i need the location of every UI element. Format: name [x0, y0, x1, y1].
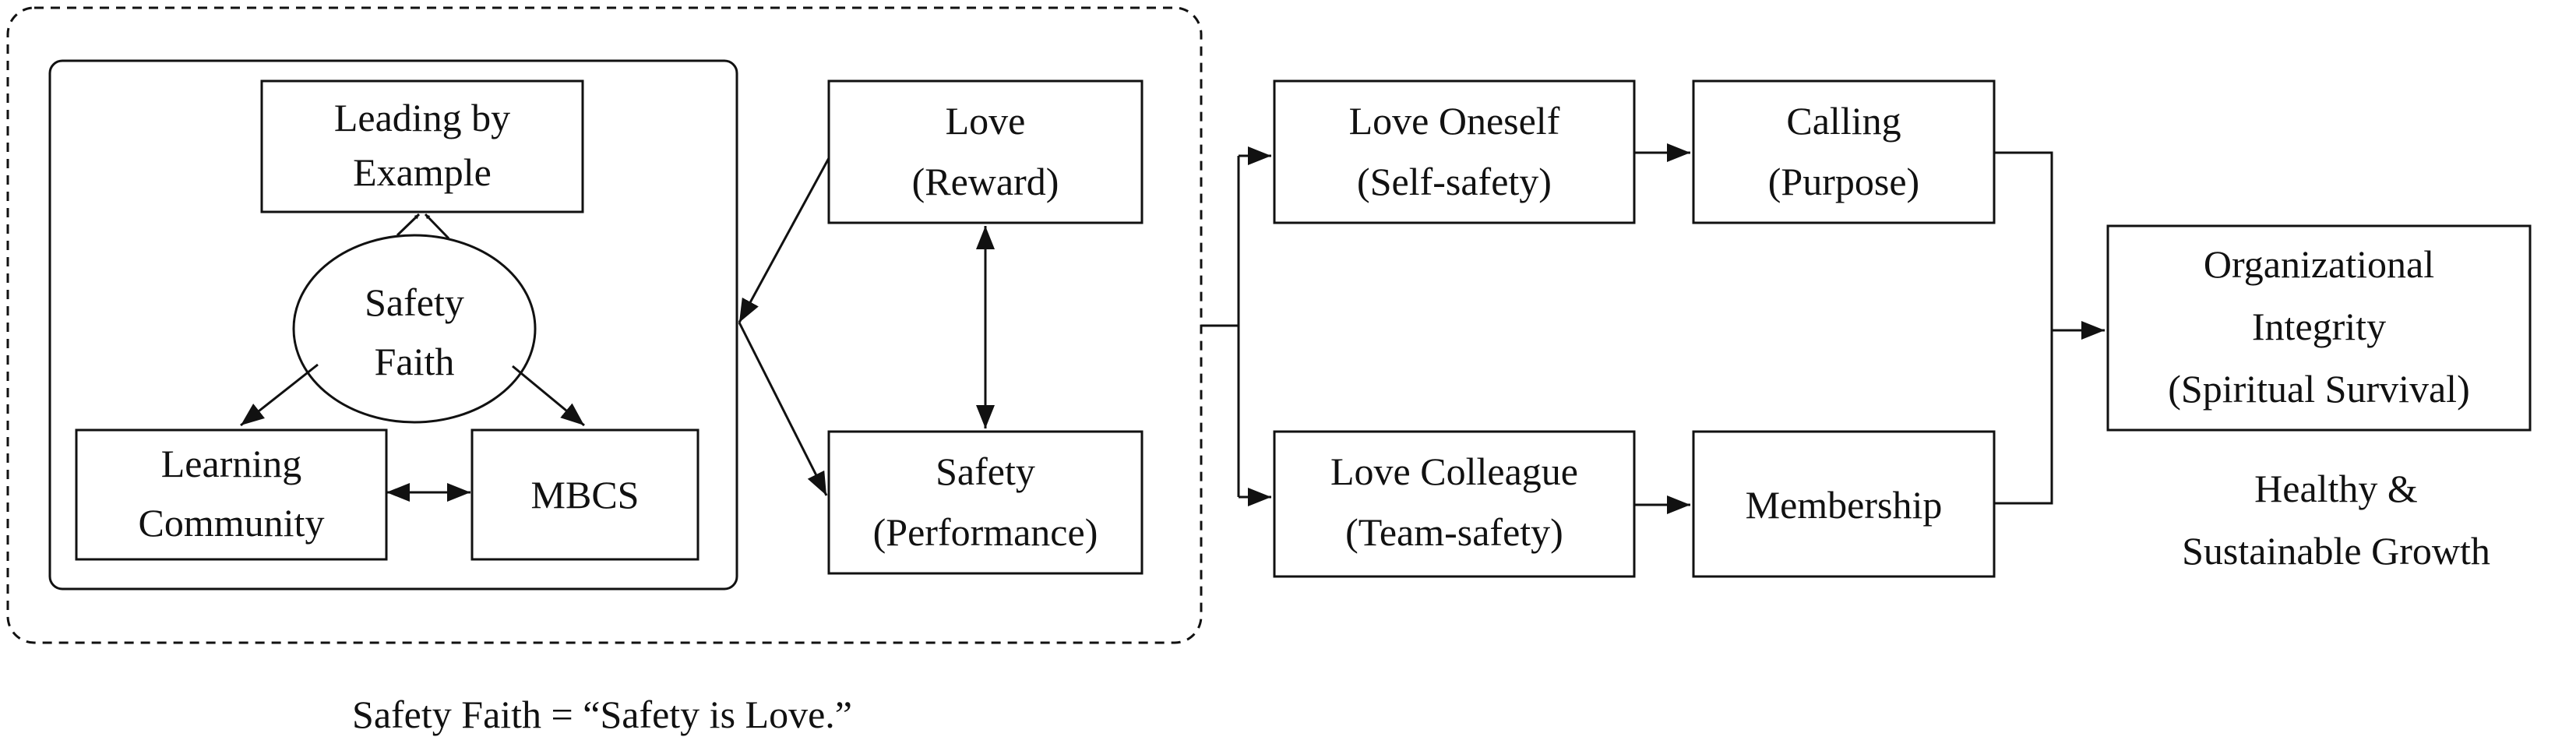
- calling-line2: (Purpose): [1768, 160, 1919, 203]
- learning-community-node: Learning Community: [75, 428, 388, 561]
- calling-node: Calling (Purpose): [1692, 79, 1996, 224]
- organizational-integrity-line1: Organizational: [2204, 242, 2434, 286]
- membership-node: Membership: [1692, 430, 1996, 578]
- edge-calling-merge: [1994, 151, 2053, 505]
- love-colleague-node: Love Colleague (Team-safety): [1273, 430, 1636, 578]
- edge-faith-to-mbcs: [512, 365, 585, 427]
- safety-faith-line2: Faith: [375, 340, 455, 383]
- love-reward-line2: (Reward): [912, 160, 1059, 203]
- love-reward-line1: Love: [946, 99, 1026, 143]
- safety-performance-line1: Safety: [936, 450, 1035, 493]
- love-colleague-line2: (Team-safety): [1345, 510, 1563, 554]
- mbcs-line1: MBCS: [531, 473, 640, 517]
- safety-performance-node: Safety (Performance): [827, 430, 1144, 575]
- leading-by-example-node: Leading by Example: [260, 79, 584, 213]
- love-oneself-line1: Love Oneself: [1349, 99, 1560, 143]
- learning-community-line2: Community: [139, 501, 325, 545]
- safety-faith-line1: Safety: [365, 280, 464, 324]
- organizational-integrity-node: Organizational Integrity (Spiritual Surv…: [2106, 224, 2532, 432]
- edge-core-to-safety-performance: [738, 322, 828, 496]
- edge-faith-to-leading-right: [424, 213, 450, 240]
- love-colleague-line1: Love Colleague: [1330, 450, 1578, 493]
- edge-love-to-core: [738, 157, 830, 323]
- outcome-label-line2: Sustainable Growth: [2182, 529, 2490, 573]
- outcome-label: Healthy & Sustainable Growth: [2182, 467, 2490, 573]
- membership-line1: Membership: [1746, 483, 1943, 527]
- love-reward-node: Love (Reward): [827, 79, 1144, 224]
- safety-faith-node: Safety Faith: [292, 234, 537, 424]
- love-oneself-line2: (Self-safety): [1357, 160, 1552, 203]
- love-oneself-node: Love Oneself (Self-safety): [1273, 79, 1636, 224]
- edge-faith-to-leading-left: [396, 213, 421, 237]
- learning-community-line1: Learning: [161, 442, 301, 485]
- footnote: Safety Faith = “Safety is Love.”: [352, 693, 852, 736]
- safety-performance-line2: (Performance): [873, 510, 1098, 554]
- outcome-label-line1: Healthy &: [2254, 467, 2418, 510]
- edge-faith-to-learning: [240, 363, 319, 427]
- mbcs-node: MBCS: [470, 428, 700, 561]
- leading-by-example-line2: Example: [353, 150, 492, 194]
- organizational-integrity-line3: (Spiritual Survival): [2168, 367, 2469, 411]
- organizational-integrity-line2: Integrity: [2252, 305, 2386, 348]
- leading-by-example-line1: Leading by: [334, 96, 510, 139]
- calling-line1: Calling: [1786, 99, 1901, 143]
